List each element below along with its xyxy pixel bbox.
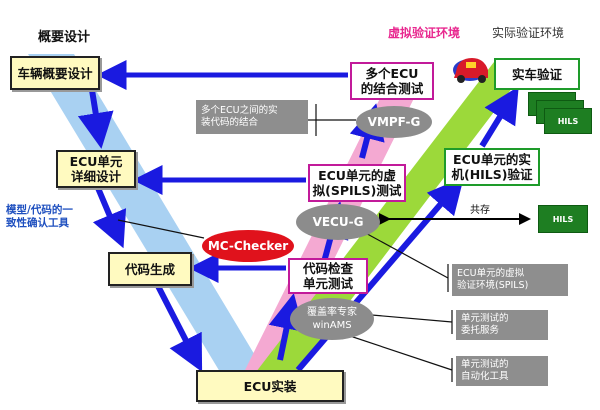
- ecu-detail-design-box: ECU单元 详细设计: [56, 150, 136, 188]
- note-multi-ecu-code-integration: 多个ECU之间的实 装代码的结合: [196, 100, 308, 134]
- real-vehicle-verification-box: 实车验证: [494, 58, 580, 90]
- coexist-label: 共存: [470, 205, 490, 216]
- header-outline-design: 概要设计: [38, 30, 91, 45]
- feedback-arrows: [96, 60, 348, 283]
- note-model-code-consistency: 模型/代码的一 致性确认工具: [6, 204, 73, 229]
- winams-tool: 覆盖率专家 winAMS: [290, 298, 374, 340]
- code-check-unit-test-box: 代码检查 单元测试: [288, 258, 368, 294]
- ecu-implementation-box: ECU实装: [196, 370, 344, 402]
- note-spils-environment: ECU单元的虚拟 验证环境(SPILS): [452, 264, 568, 296]
- ecu-spils-test-box: ECU单元的虚 拟(SPILS)测试: [308, 164, 406, 202]
- header-real-env: 实际验证环境: [492, 26, 565, 40]
- vmpf-g-tool: VMPF-G: [356, 106, 432, 138]
- vecu-g-tool: VECU-G: [296, 204, 380, 240]
- note-unit-test-outsourcing: 单元测试的 委托服务: [456, 310, 548, 340]
- code-generation-box: 代码生成: [108, 252, 192, 286]
- mc-checker-tool: MC-Checker: [202, 230, 294, 262]
- callout-lines: [117, 104, 453, 382]
- ecu-hils-verification-box: ECU单元的实 机(HILS)验证: [444, 148, 540, 186]
- hils-card-front: HILS: [544, 108, 592, 134]
- multi-ecu-integration-test-box: 多个ECU 的结合测试: [350, 62, 434, 100]
- header-virtual-env: 虚拟验证环境: [388, 26, 461, 40]
- left-flow-arrows: [77, 89, 203, 373]
- hils-coexist-box: HILS: [538, 205, 588, 233]
- car-icon: [453, 58, 488, 83]
- note-unit-test-automation: 单元测试的 自动化工具: [456, 356, 548, 386]
- vehicle-outline-design-box: 车辆概要设计: [10, 56, 100, 90]
